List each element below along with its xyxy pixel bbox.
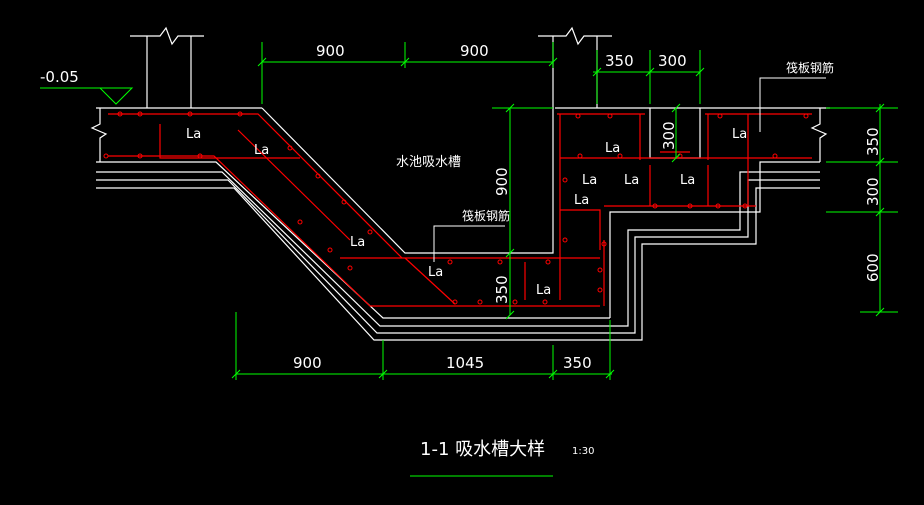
elevation-label: -0.05 xyxy=(40,68,79,86)
anchor-label: La xyxy=(624,173,639,188)
slot-depth-dim: 300 xyxy=(660,121,678,150)
dimension-lines xyxy=(40,42,898,477)
anchor-labels: La La La La La La La La La La La xyxy=(186,127,747,298)
top-dim-4: 300 xyxy=(658,52,687,70)
anchor-label: La xyxy=(428,265,443,280)
drawing-title: 1-1 吸水槽大样 xyxy=(420,439,545,460)
rebar xyxy=(108,113,812,307)
rebar-dots xyxy=(103,111,809,305)
pit-depth-dim: 900 xyxy=(493,167,511,196)
drawing-scale: 1:30 xyxy=(572,446,594,457)
anchor-label: La xyxy=(680,173,695,188)
bottom-dim-3: 350 xyxy=(563,354,592,372)
bottom-dim-2: 1045 xyxy=(446,354,484,372)
anchor-label: La xyxy=(582,173,597,188)
pit-name: 水池吸水槽 xyxy=(396,155,461,170)
anchor-label: La xyxy=(254,143,269,158)
bottom-thick-dim: 350 xyxy=(493,275,511,304)
anchor-label: La xyxy=(186,127,201,142)
bottom-dim-1: 900 xyxy=(293,354,322,372)
leader-lines xyxy=(433,77,826,262)
top-dim-1: 900 xyxy=(316,42,345,60)
anchor-label: La xyxy=(732,127,747,142)
anchor-label: La xyxy=(350,235,365,250)
anchor-label: La xyxy=(605,141,620,156)
anchor-label: La xyxy=(574,193,589,208)
right-dim-2: 300 xyxy=(864,177,882,206)
top-dim-2: 900 xyxy=(460,42,489,60)
anchor-label: La xyxy=(536,283,551,298)
top-dim-3: 350 xyxy=(605,52,634,70)
raft-rebar-note-right: 筏板钢筋 xyxy=(786,60,834,75)
structure-outline xyxy=(90,26,830,341)
raft-rebar-note-left: 筏板钢筋 xyxy=(462,208,510,223)
right-dim-3: 600 xyxy=(864,253,882,282)
right-dim-1: 350 xyxy=(864,127,882,156)
